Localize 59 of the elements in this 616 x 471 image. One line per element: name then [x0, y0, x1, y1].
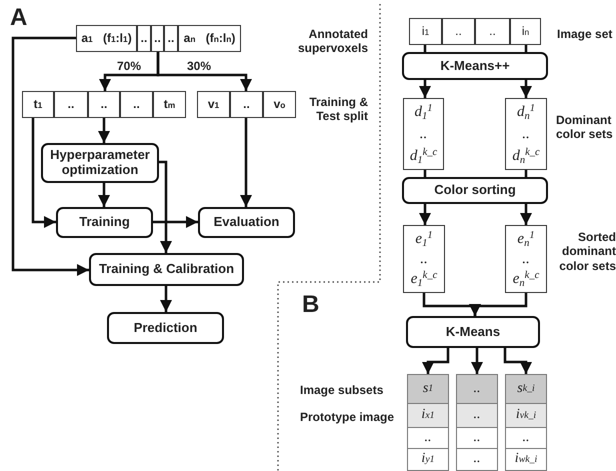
arrow — [159, 160, 172, 253]
color-set-box — [505, 225, 547, 293]
process-box: K-Means — [406, 316, 540, 348]
row-label: Image set — [557, 27, 614, 42]
data-cell: .. — [54, 91, 88, 118]
row-label: Training & Test split — [308, 95, 368, 124]
arrow — [471, 348, 483, 374]
arrow — [240, 118, 252, 207]
row-label: Dominant color sets — [556, 113, 614, 142]
subset-cell: .. — [456, 403, 498, 428]
math-label: .. — [420, 126, 428, 144]
arrow — [12, 36, 89, 276]
data-cell: .. — [164, 25, 178, 52]
arrow — [32, 118, 56, 228]
process-box: Prediction — [107, 312, 224, 344]
color-set-box — [403, 225, 445, 293]
color-set-box — [403, 98, 444, 170]
row-label: Image subsets — [300, 383, 384, 398]
data-cell: .. — [137, 25, 151, 52]
arrow — [98, 118, 110, 143]
process-box: Evaluation — [198, 207, 295, 238]
data-cell: .. — [151, 25, 164, 52]
data-cell: .. — [120, 91, 153, 118]
arrow — [419, 204, 431, 225]
process-box: Training & Calibration — [89, 253, 244, 286]
row-label: Sorted dominant color sets — [558, 230, 616, 274]
arrow — [156, 52, 252, 91]
arrow — [422, 348, 450, 374]
subset-cell: .. — [505, 427, 547, 449]
arrow — [469, 293, 528, 316]
process-box: K-Means++ — [402, 52, 548, 80]
subset-cell: .. — [456, 427, 498, 449]
arrow — [98, 183, 110, 207]
process-box: Hyperparameter optimization — [41, 143, 159, 183]
process-box: Training — [56, 207, 153, 238]
arrow — [153, 216, 198, 228]
row-label: Annotated supervoxels — [296, 27, 368, 56]
arrow — [419, 80, 431, 98]
data-cell: .. — [88, 91, 120, 118]
math-label: .. — [420, 250, 428, 268]
subset-cell: .. — [456, 374, 498, 404]
row-label: Prototype image — [300, 410, 396, 424]
math-label: .. — [522, 126, 530, 144]
arrow — [504, 348, 532, 374]
subset-cell: .. — [456, 448, 498, 471]
data-cell: .. — [230, 91, 263, 118]
process-box: Color sorting — [402, 177, 548, 204]
edge-label: 30% — [186, 59, 212, 73]
edge-label: 70% — [116, 59, 142, 73]
image-cell: .. — [475, 18, 510, 45]
arrow — [160, 286, 172, 312]
image-cell: .. — [442, 18, 475, 45]
arrow — [520, 204, 532, 225]
arrow — [520, 80, 532, 98]
math-label: .. — [522, 250, 530, 268]
color-set-box — [505, 98, 547, 170]
panel-label: A — [10, 6, 28, 30]
subset-cell: .. — [407, 427, 449, 449]
panel-label: B — [302, 293, 320, 317]
